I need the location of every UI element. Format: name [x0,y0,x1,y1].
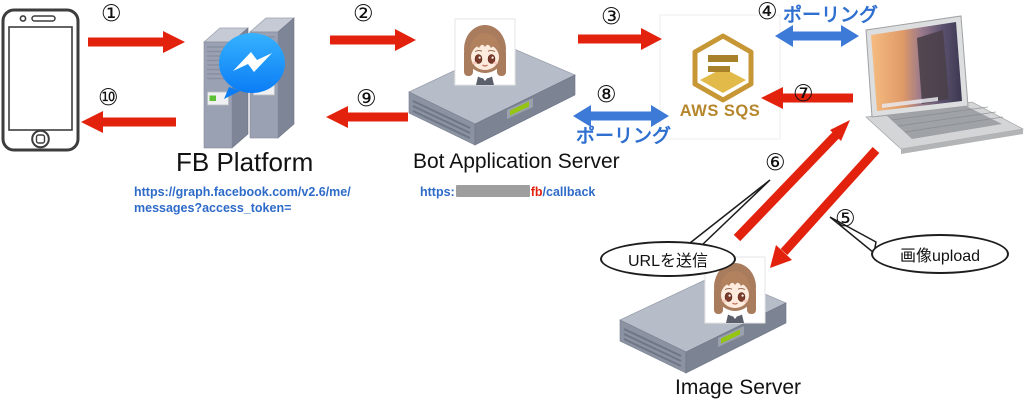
arrow-step-8-polling [573,105,669,127]
arrow-step-1 [88,31,185,53]
step-1-badge: ① [101,1,122,27]
fb-graph-api-url: https://graph.facebook.com/v2.6/me/ mess… [134,184,351,216]
step-10-badge: ⑩ [98,85,119,111]
step-7-badge: ⑦ [793,81,814,107]
arrow-step-3 [578,28,662,50]
step-5-badge: ⑤ [835,206,856,232]
step-8-badge: ⑧ [596,82,617,108]
step-9-badge: ⑨ [356,86,377,112]
fb-url-line2: messages?access_token= [134,201,292,215]
macbook-icon [865,15,1024,154]
bot-callback-url: https: fb/callback [420,185,595,199]
bot-app-server-label: Bot Application Server [413,150,620,173]
step-3-badge: ③ [601,4,622,30]
aws-sqs-label: AWS SQS [679,102,761,120]
polling-label-bot-sqs: ポーリング [576,126,672,147]
arrow-step-9 [326,106,408,128]
bot-app-server-icon [408,18,576,146]
aws-sqs-icon [659,14,781,140]
fb-url-line1: https://graph.facebook.com/v2.6/me/ [134,185,351,199]
fb-platform-icon [203,17,295,149]
bot-url-scheme: https: [420,185,455,199]
polling-label-sqs-mac: ポーリング [783,5,879,26]
step-4-badge: ④ [757,0,778,25]
arrow-step-6 [733,120,850,242]
arrow-step-10 [81,111,176,133]
arrow-step-5 [770,146,880,268]
arrow-step-7 [761,87,853,109]
step-6-badge: ⑥ [765,150,786,176]
step-2-badge: ② [353,1,374,27]
arrow-step-2 [330,29,416,51]
fb-platform-label: FB Platform [176,147,314,177]
bot-avatar-image [454,18,516,86]
smartphone-icon [1,8,80,152]
arrow-step-4-polling [775,25,859,47]
bot-url-redacted-host [455,185,530,197]
image-server-label: Image Server [675,376,802,399]
messenger-logo-icon [219,33,285,99]
send-url-bubble: URLを送信 [600,241,736,277]
bot-url-fb-segment: fb [530,185,543,199]
bot-url-path: /callback [542,185,596,199]
image-upload-bubble: 画像upload [871,234,1009,274]
